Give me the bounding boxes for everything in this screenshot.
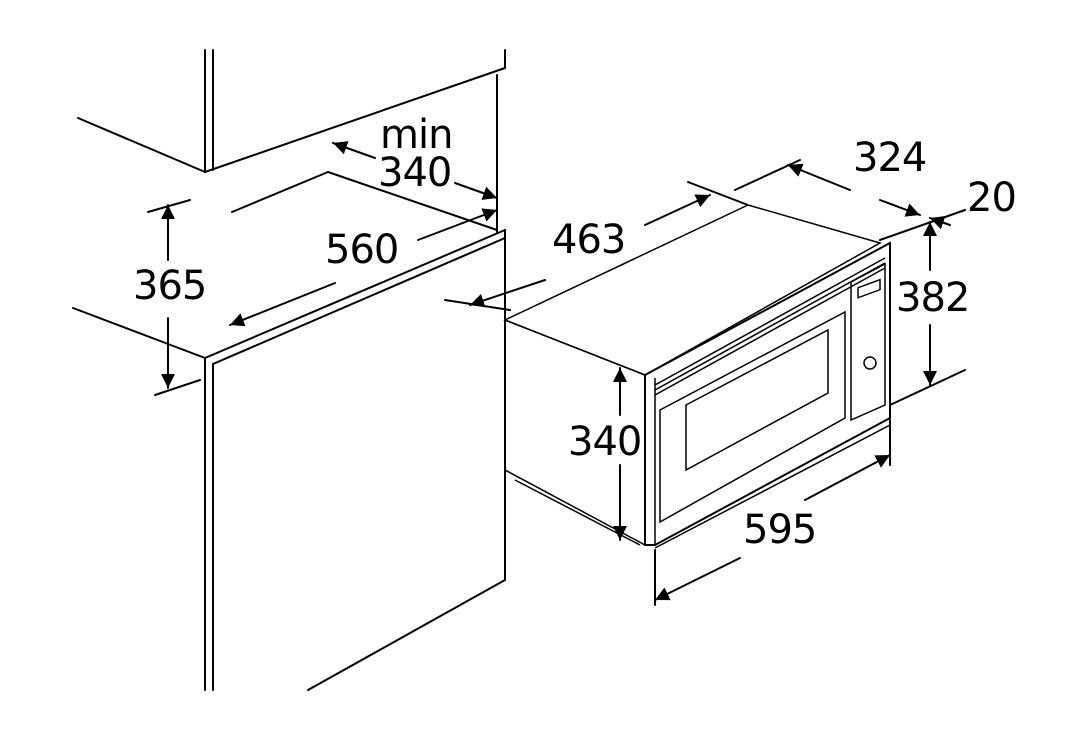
front-width-dimension: 595	[743, 507, 817, 553]
front-height-dimension: 382	[896, 275, 970, 321]
frame-depth-dimension: 20	[967, 175, 1017, 221]
body-depth-dimension: 324	[853, 135, 927, 181]
microwave	[503, 204, 891, 549]
min-gap-dimension: 340	[378, 150, 452, 196]
niche-depth-dimension: 560	[325, 227, 399, 273]
dimension-arrows-niche	[161, 141, 498, 389]
niche-height-dimension: 365	[133, 263, 207, 309]
dimension-arrows-microwave	[444, 159, 966, 606]
min-label: min	[380, 112, 453, 158]
upper-cabinet	[77, 49, 506, 233]
body-height-dimension: 340	[568, 419, 642, 465]
depth-dimension: 463	[552, 217, 626, 263]
lower-cabinet	[72, 171, 506, 691]
